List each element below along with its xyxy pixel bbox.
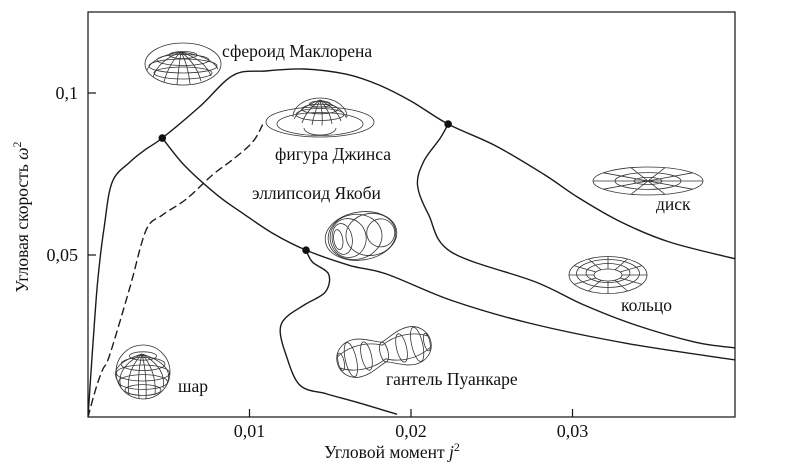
curve-ring-branch — [416, 123, 735, 349]
ring-spoke — [614, 258, 628, 271]
poincare-dumbbell-figure — [336, 326, 432, 378]
label-jeans: фигура Джинса — [275, 144, 391, 164]
bifurcation-point — [302, 246, 310, 254]
sphere-figure — [115, 344, 171, 400]
label-jacobi: эллипсоид Якоби — [252, 183, 381, 203]
ring-spoke — [588, 258, 602, 271]
y-axis-title: Угловая скорость ω2 — [10, 141, 32, 292]
x-axis-ticks: 0,01 0,02 0,03 — [234, 409, 589, 441]
x-tick-label: 0,03 — [557, 421, 589, 441]
ring-spoke — [588, 279, 602, 292]
jeans-figure-figure — [265, 97, 375, 138]
label-maclaurin: сфероид Маклорена — [222, 41, 372, 61]
disk-figure — [592, 166, 704, 196]
ring-figure — [568, 256, 648, 294]
label-sphere: шар — [178, 376, 208, 396]
x-tick-label: 0,02 — [395, 421, 427, 441]
ring-spoke — [614, 279, 628, 292]
label-ring: кольцо — [621, 295, 672, 315]
curve-maclaurin-sequence — [88, 68, 735, 417]
jacobi-ellipsoid-figure — [324, 211, 398, 261]
ring-spoke — [619, 265, 642, 273]
curve-group — [88, 68, 735, 417]
bifurcation-point — [158, 134, 167, 142]
bifurcation-points — [158, 120, 452, 254]
y-tick-label: 0,1 — [56, 83, 79, 103]
curve-jacobi-sequence — [161, 137, 735, 361]
curve-jeans-sequence — [88, 124, 264, 417]
ring-spoke — [574, 265, 597, 273]
label-dumbbell: гантель Пуанкаре — [386, 369, 518, 389]
maclaurin-spheroid-figure — [144, 42, 222, 86]
x-tick-label: 0,01 — [234, 421, 266, 441]
ring-spoke — [574, 277, 597, 285]
y-axis-ticks: 0,05 0,1 — [47, 83, 96, 265]
curve-dumbbell-branch — [279, 249, 398, 415]
label-disk: диск — [656, 194, 691, 214]
y-tick-label: 0,05 — [47, 245, 79, 265]
bifurcation-point — [444, 120, 452, 128]
x-axis-title: Угловой момент j2 — [324, 440, 460, 462]
ring-spoke — [619, 277, 642, 285]
